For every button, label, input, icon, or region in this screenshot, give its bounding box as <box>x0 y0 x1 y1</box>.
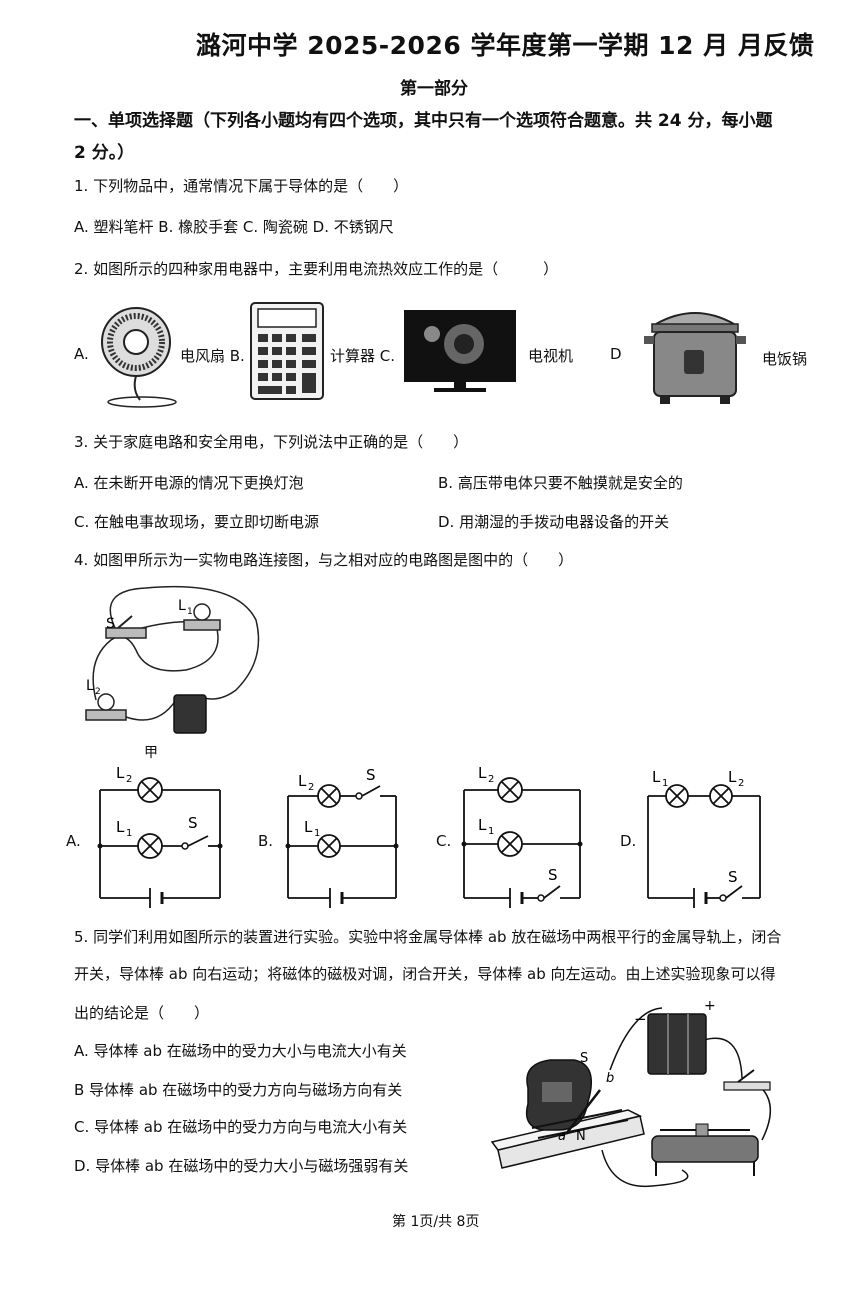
tv-label: 电视机 <box>528 347 574 365</box>
physical-circuit-diagram: S L 1 L 2 <box>85 585 260 734</box>
figure-caption-jia: 甲 <box>144 745 158 761</box>
physical-l2-sub: 2 <box>95 687 101 697</box>
circuit-diagram-c: L 2 L 1 S <box>461 764 583 908</box>
rice-cooker-image <box>644 312 746 404</box>
rice-cooker-label: 电饭锅 <box>762 350 808 368</box>
circuit-option-c-label: C. <box>436 832 452 850</box>
circuit-diagram-b: L 2 S L 1 <box>285 766 399 908</box>
magnet-n-label: N <box>576 1129 586 1144</box>
electric-fan-image <box>101 307 177 408</box>
circuit-b-l2-sub: 2 <box>308 782 314 793</box>
circuit-d-s-label: S <box>728 868 738 886</box>
question-1-options: A. 塑料笔杆 B. 橡胶手套 C. 陶瓷碗 D. 不锈钢尺 <box>74 218 394 236</box>
question-5-option-a: A. 导体棒 ab 在磁场中的受力大小与电流大小有关 <box>74 1042 407 1060</box>
calculator-image <box>250 302 324 400</box>
part-heading: 第一部分 <box>400 79 468 99</box>
circuit-option-b-label: B. <box>258 832 274 850</box>
physical-l1-sub: 1 <box>187 607 193 617</box>
fan-label: 电风扇 B. <box>180 347 245 365</box>
question-3-option-c: C. 在触电事故现场，要立即切断电源 <box>74 513 320 531</box>
question-5-line2: 开关，导体棒 ab 向右运动；将磁体的磁极对调，闭合开关，导体棒 ab 向左运动… <box>74 965 776 983</box>
circuit-b-s-label: S <box>366 766 376 784</box>
circuit-d-l1-label: L <box>652 768 661 786</box>
section-heading-line1: 一、单项选择题（下列各小题均有四个选项，其中只有一个选项符合题意。共 24 分，… <box>74 111 773 131</box>
question-3-stem: 3. 关于家庭电路和安全用电，下列说法中正确的是（ ） <box>74 433 469 451</box>
section-heading-line2: 2 分。） <box>74 143 135 163</box>
question-5-line1: 5. 同学们利用如图所示的装置进行实验。实验中将金属导体棒 ab 放在磁场中两根… <box>74 928 782 946</box>
page-title: 潞河中学 2025-2026 学年度第一学期 12 月 月反馈 <box>196 31 815 60</box>
battery-minus-label: − <box>634 1010 647 1028</box>
rod-b-label: b <box>606 1071 614 1086</box>
question-1-stem: 1. 下列物品中，通常情况下属于导体的是（ ） <box>74 177 409 195</box>
question-5-option-c: C. 导体棒 ab 在磁场中的受力方向与电流大小有关 <box>74 1118 408 1136</box>
circuit-diagram-d: L 1 L 2 S <box>647 768 761 908</box>
circuit-a-l1-label: L <box>116 818 125 836</box>
option-d-letter: D <box>610 345 622 363</box>
page-footer: 第 1页/共 8页 <box>392 1214 480 1230</box>
question-3-option-d: D. 用潮湿的手拨动电器设备的开关 <box>438 513 670 531</box>
circuit-b-l1-label: L <box>304 818 313 836</box>
tv-image <box>404 310 516 392</box>
circuit-d-l2-sub: 2 <box>738 778 744 789</box>
option-a-letter: A. <box>74 345 89 363</box>
question-3-option-b: B. 高压带电体只要不触摸就是安全的 <box>438 474 683 492</box>
circuit-b-l2-label: L <box>298 772 307 790</box>
question-4-stem: 4. 如图甲所示为一实物电路连接图，与之相对应的电路图是图中的（ ） <box>74 551 574 569</box>
question-2-stem: 2. 如图所示的四种家用电器中，主要利用电流热效应工作的是（ ） <box>74 260 559 278</box>
physical-s-label: S <box>106 616 115 632</box>
circuit-c-l1-label: L <box>478 816 487 834</box>
magnet-s-label: S <box>580 1051 588 1066</box>
circuit-option-a-label: A. <box>66 832 81 850</box>
calculator-label: 计算器 C. <box>330 347 396 365</box>
question-5-option-b: B 导体棒 ab 在磁场中的受力方向与磁场方向有关 <box>74 1081 403 1099</box>
circuit-a-l2-label: L <box>116 764 125 782</box>
circuit-c-l2-label: L <box>478 764 487 782</box>
circuit-d-l1-sub: 1 <box>662 778 668 789</box>
circuit-c-l1-sub: 1 <box>488 826 494 837</box>
magnet-experiment-diagram: S N a b − + <box>490 998 772 1188</box>
physical-l1-label: L <box>178 598 186 614</box>
rod-a-label: a <box>558 1129 566 1144</box>
circuit-a-l1-sub: 1 <box>126 828 132 839</box>
circuit-c-l2-sub: 2 <box>488 774 494 785</box>
circuit-option-d-label: D. <box>620 832 637 850</box>
circuit-c-s-label: S <box>548 866 558 884</box>
circuit-a-l2-sub: 2 <box>126 774 132 785</box>
question-5-option-d: D. 导体棒 ab 在磁场中的受力大小与磁场强弱有关 <box>74 1157 409 1175</box>
circuit-diagram-a: L 2 L 1 S <box>97 764 223 908</box>
circuit-d-l2-label: L <box>728 768 737 786</box>
battery-plus-label: + <box>704 998 716 1014</box>
question-3-option-a: A. 在未断开电源的情况下更换灯泡 <box>74 474 304 492</box>
physical-l2-label: L <box>86 678 94 694</box>
question-5-line3: 出的结论是（ ） <box>74 1004 210 1022</box>
circuit-b-l1-sub: 1 <box>314 828 320 839</box>
circuit-a-s-label: S <box>188 814 198 832</box>
